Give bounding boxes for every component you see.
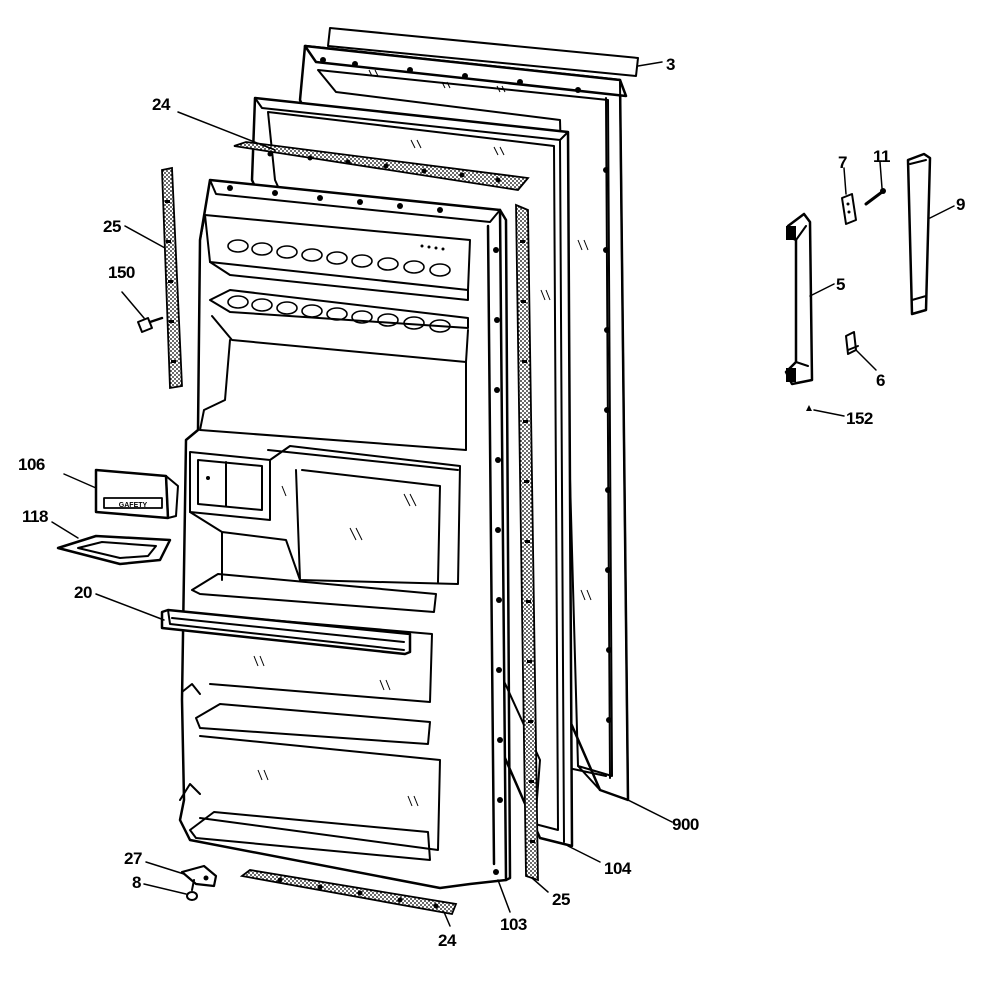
callout-labels: 3 24 25 150 106 118 20 27 8 24 103 25 10…	[18, 55, 966, 950]
inner-door-liner	[178, 178, 512, 890]
right-gasket-strip	[515, 203, 539, 882]
callout-24-bottom: 24	[438, 931, 457, 950]
leader-lines	[51, 61, 955, 927]
top-trim-strip	[327, 27, 639, 77]
handle-bracket-top	[841, 193, 857, 225]
callout-27: 27	[124, 849, 142, 868]
screw-11	[864, 188, 886, 206]
top-gasket-strip	[233, 141, 530, 191]
callout-900: 900	[672, 815, 699, 834]
callout-25-right: 25	[552, 890, 570, 909]
callout-5: 5	[836, 275, 845, 294]
callout-25-left: 25	[103, 217, 121, 236]
callout-7: 7	[838, 153, 847, 172]
callout-104: 104	[604, 859, 632, 878]
bottom-gasket-strip	[239, 869, 458, 916]
callout-150: 150	[108, 263, 135, 282]
shelf-retainer-bar	[160, 608, 412, 656]
screw-152	[806, 405, 812, 411]
callout-3: 3	[666, 55, 675, 74]
callout-24-top: 24	[152, 95, 171, 114]
callout-6: 6	[876, 371, 885, 390]
handle-trim-bar	[906, 152, 932, 316]
callout-11: 11	[873, 147, 890, 166]
callout-103: 103	[500, 915, 527, 934]
callout-106: 106	[18, 455, 45, 474]
callout-118: 118	[22, 507, 48, 526]
screw-8	[186, 879, 198, 901]
dairy-door-badge-text: GAFETY	[119, 502, 148, 509]
callout-8: 8	[132, 873, 141, 892]
callout-9: 9	[956, 195, 965, 214]
dairy-tray	[56, 534, 172, 566]
callout-20: 20	[74, 583, 92, 602]
hinge-bracket	[180, 864, 218, 888]
door-handle	[784, 212, 814, 386]
dairy-door: GAFETY	[94, 468, 179, 520]
screw-150	[137, 316, 164, 333]
callout-152: 152	[846, 409, 873, 428]
left-gasket-strip	[161, 166, 183, 390]
